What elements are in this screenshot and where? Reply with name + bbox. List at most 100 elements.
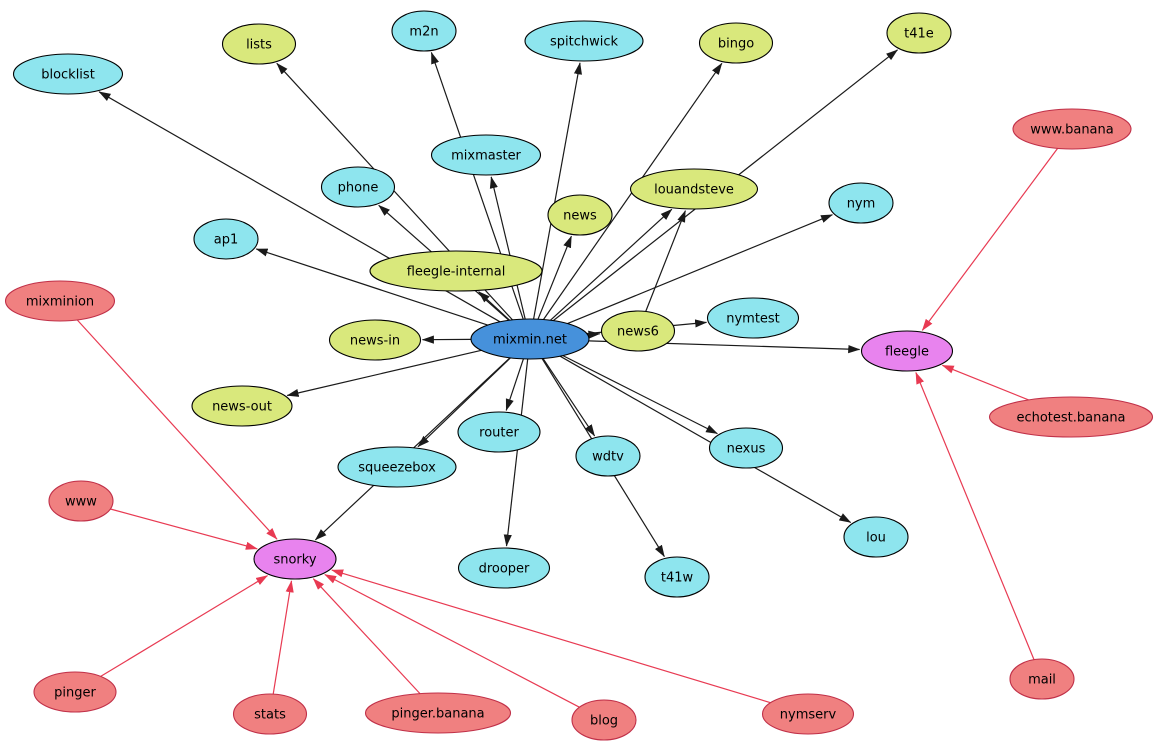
graph-node-spitchwick: spitchwick: [524, 20, 644, 62]
graph-edge-blog-to-snorky: [324, 573, 580, 708]
graph-node-news-in: news-in: [328, 319, 422, 361]
graph-edge-mixmin.net-to-fleegle-internal: [478, 291, 511, 321]
graph-edge-mixmin.net-to-ap1: [255, 248, 488, 326]
graph-node-nexus: nexus: [708, 427, 784, 469]
node-ellipse-nym: [828, 182, 894, 224]
graph-edge-mixmin.net-to-spitchwick: [533, 62, 582, 320]
graph-node-phone: phone: [320, 166, 396, 208]
graph-node-mail: mail: [1009, 658, 1075, 700]
node-ellipse-stats: [232, 693, 308, 735]
node-ellipse-news-in: [328, 319, 422, 361]
graph-node-drooper: drooper: [457, 547, 551, 589]
node-ellipse-mixmin.net: [470, 318, 590, 360]
graph-node-news6: news6: [600, 310, 676, 352]
node-ellipse-lou: [843, 516, 909, 558]
node-ellipse-wdtv: [575, 435, 641, 477]
node-ellipse-pinger.banana: [364, 692, 512, 734]
graph-node-m2n: m2n: [391, 10, 457, 52]
node-ellipse-mail: [1009, 658, 1075, 700]
graph-node-t41w: t41w: [644, 556, 710, 598]
graph-node-wdtv: wdtv: [575, 435, 641, 477]
graph-node-fleegle: fleegle: [860, 330, 954, 372]
node-ellipse-bingo: [698, 22, 774, 64]
graph-edge-www.banana-to-fleegle: [921, 148, 1059, 331]
node-ellipse-news6: [600, 310, 676, 352]
node-ellipse-pinger: [33, 671, 117, 713]
graph-edge-mail-to-fleegle: [915, 371, 1035, 660]
graph-node-lou: lou: [843, 516, 909, 558]
node-ellipse-www.banana: [1012, 108, 1132, 150]
graph-edge-mixminion-to-snorky: [76, 319, 278, 540]
node-ellipse-ap1: [193, 218, 259, 260]
graph-node-news-out: news-out: [191, 385, 293, 427]
graph-edge-mixmin.net-to-router: [505, 358, 524, 411]
graph-edge-www-to-snorky: [110, 508, 258, 550]
graph-node-mixmin.net: mixmin.net: [470, 318, 590, 360]
graph-edge-mixmin.net-to-news6: [587, 330, 601, 339]
graph-node-nymtest: nymtest: [706, 297, 800, 339]
graph-edge-nymserv-to-snorky: [331, 569, 771, 704]
graph-edge-mixmin.net-to-wdtv: [542, 358, 596, 437]
graph-node-pinger: pinger: [33, 671, 117, 713]
graph-node-pinger.banana: pinger.banana: [364, 692, 512, 734]
graph-edge-mixmin.net-to-squeezebox: [417, 357, 511, 448]
graph-node-louandsteve: louandsteve: [629, 168, 759, 210]
node-ellipse-fleegle-internal: [369, 250, 543, 292]
graph-node-mixmaster: mixmaster: [430, 134, 542, 176]
node-ellipse-nymserv: [761, 693, 855, 735]
node-ellipse-snorky: [253, 538, 337, 580]
graph-edge-mixmin.net-to-news-out: [286, 349, 482, 397]
node-ellipse-squeezebox: [337, 446, 457, 488]
node-ellipse-t41w: [644, 556, 710, 598]
edges-layer: [76, 49, 1059, 708]
node-ellipse-nexus: [708, 427, 784, 469]
node-ellipse-blocklist: [12, 53, 124, 95]
node-ellipse-phone: [320, 166, 396, 208]
graph-node-mixminion: mixminion: [4, 280, 116, 322]
graph-edge-mixmin.net-to-nym: [567, 214, 833, 325]
node-ellipse-blog: [571, 699, 637, 741]
graph-node-nym: nym: [828, 182, 894, 224]
graph-node-bingo: bingo: [698, 22, 774, 64]
graph-node-blocklist: blocklist: [12, 53, 124, 95]
node-ellipse-fleegle: [860, 330, 954, 372]
graph-edge-news6-to-louandsteve: [645, 210, 686, 312]
node-ellipse-mixmaster: [430, 134, 542, 176]
node-ellipse-louandsteve: [629, 168, 759, 210]
graph-edge-mixmin.net-to-louandsteve: [550, 208, 673, 321]
graph-edge-pinger.banana-to-snorky: [312, 578, 421, 695]
graph-edge-mixmin.net-to-news: [537, 235, 572, 320]
graph-edge-stats-to-snorky: [272, 580, 294, 695]
node-ellipse-echotest.banana: [988, 396, 1154, 438]
graph-edge-mixmin.net-to-drooper: [503, 358, 529, 547]
node-ellipse-drooper: [457, 547, 551, 589]
graph-node-echotest.banana: echotest.banana: [988, 396, 1154, 438]
node-ellipse-t41e: [886, 12, 952, 54]
node-ellipse-lists: [221, 23, 297, 65]
graph-node-lists: lists: [221, 23, 297, 65]
graph-edge-pinger-to-snorky: [100, 575, 269, 677]
graph-node-news: news: [547, 194, 613, 236]
graph-node-www.banana: www.banana: [1012, 108, 1132, 150]
graph-edge-echotest.banana-to-fleegle: [941, 364, 1029, 401]
node-ellipse-www: [48, 480, 114, 522]
graph-edge-mixmin.net-to-mixmaster: [489, 176, 526, 320]
node-ellipse-m2n: [391, 10, 457, 52]
graph-node-snorky: snorky: [253, 538, 337, 580]
node-ellipse-nymtest: [706, 297, 800, 339]
graph-node-ap1: ap1: [193, 218, 259, 260]
graph-node-blog: blog: [571, 699, 637, 741]
graph-edge-mixmin.net-to-lou: [559, 355, 852, 524]
graph-node-fleegle-internal: fleegle-internal: [369, 250, 543, 292]
node-ellipse-mixminion: [4, 280, 116, 322]
graph-node-router: router: [457, 411, 541, 453]
graph-edge-mixmin.net-to-nexus: [562, 355, 718, 435]
graph-node-squeezebox: squeezebox: [337, 446, 457, 488]
graph-node-nymserv: nymserv: [761, 693, 855, 735]
node-ellipse-news: [547, 194, 613, 236]
node-ellipse-router: [457, 411, 541, 453]
graph-node-stats: stats: [232, 693, 308, 735]
graph-node-t41e: t41e: [886, 12, 952, 54]
